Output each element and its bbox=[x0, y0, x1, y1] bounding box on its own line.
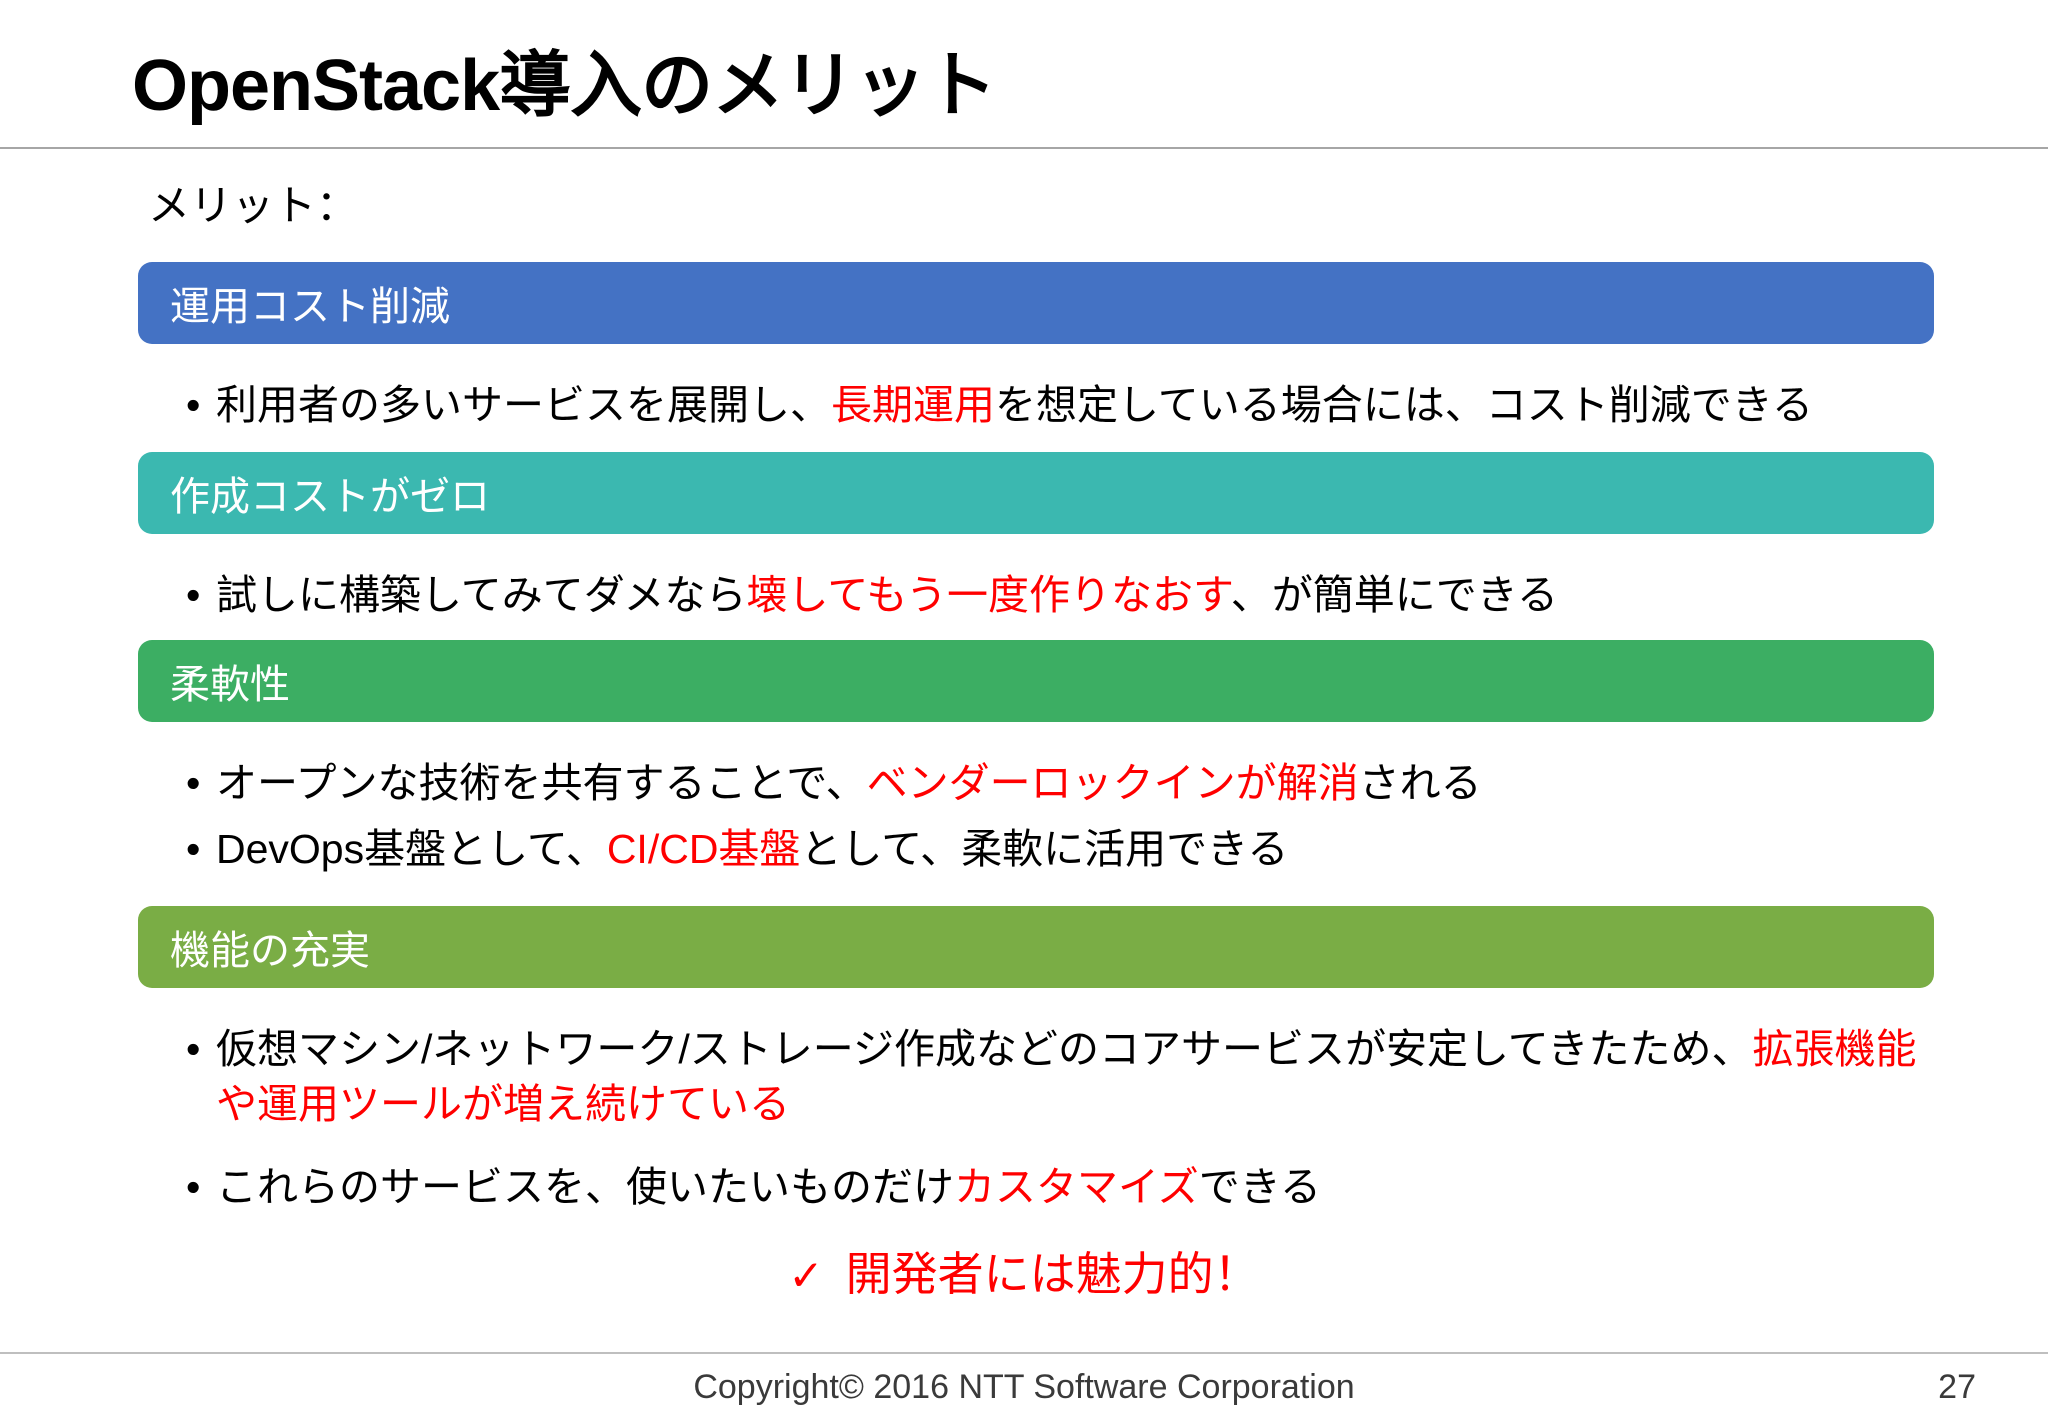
checkmark-icon: ✓ bbox=[788, 1252, 824, 1299]
bullet-text: オープンな技術を共有することで、ベンダーロックインが解消される bbox=[186, 756, 1926, 811]
section-banner-rich-features: 機能の充実 bbox=[138, 906, 1934, 988]
bullet-marker: • bbox=[186, 382, 201, 428]
slide-body: メリット： 運用コスト削減 • 利用者の多いサービスを展開し、長期運用を想定して… bbox=[0, 150, 2048, 1350]
section-banner-operation-cost: 運用コスト削減 bbox=[138, 262, 1934, 344]
bullet-segment: される bbox=[1358, 760, 1482, 806]
bullet-marker: • bbox=[186, 826, 201, 872]
section-heading-label: 柔軟性 bbox=[170, 663, 290, 707]
bullet-segment: 試しに構築してみてダメなら bbox=[216, 572, 747, 618]
bullet-marker: • bbox=[186, 1026, 201, 1072]
page-number: 27 bbox=[1938, 1368, 1976, 1406]
title-divider bbox=[0, 147, 2048, 149]
bullet-segment-emphasis: CI/CD基盤 bbox=[606, 826, 801, 872]
footer-divider bbox=[0, 1352, 2048, 1354]
bullet-segment-emphasis: 拡張機能や運用ツールが増え続けている bbox=[216, 1026, 1917, 1127]
list-item: • 仮想マシン/ネットワーク/ストレージ作成などのコアサービスが安定してきたため… bbox=[186, 1022, 1926, 1131]
section-heading-label: 機能の充実 bbox=[170, 929, 370, 973]
list-item: • 利用者の多いサービスを展開し、長期運用を想定している場合には、コスト削減でき… bbox=[186, 378, 1926, 433]
conclusion-text: 開発者には魅力的！ bbox=[845, 1248, 1260, 1300]
bullet-marker: • bbox=[186, 572, 201, 618]
bullet-segment-emphasis: 長期運用 bbox=[831, 382, 995, 428]
bullet-segment: これらのサービスを、使いたいものだけ bbox=[216, 1164, 954, 1210]
list-item: • オープンな技術を共有することで、ベンダーロックインが解消される bbox=[186, 756, 1926, 811]
conclusion-statement: ✓ 開発者には魅力的！ bbox=[0, 1238, 2048, 1304]
list-item: • 試しに構築してみてダメなら壊してもう一度作りなおす、が簡単にできる bbox=[186, 568, 1926, 623]
intro-label: メリット： bbox=[148, 182, 359, 229]
list-item: • DevOps基盤として、CI/CD基盤として、柔軟に活用できる bbox=[186, 822, 1926, 877]
section-banner-flexibility: 柔軟性 bbox=[138, 640, 1934, 722]
bullet-segment: できる bbox=[1198, 1164, 1321, 1210]
page-title: OpenStack導入のメリット bbox=[132, 46, 997, 126]
bullet-segment: を想定している場合には、コスト削減できる bbox=[995, 382, 1813, 428]
bullet-segment: として、柔軟に活用できる bbox=[800, 826, 1289, 872]
copyright-notice: Copyright© 2016 NTT Software Corporation bbox=[693, 1368, 1355, 1406]
bullet-text: 仮想マシン/ネットワーク/ストレージ作成などのコアサービスが安定してきたため、拡… bbox=[186, 1022, 1926, 1131]
bullet-segment-emphasis: カスタマイズ bbox=[954, 1164, 1199, 1210]
bullet-text: DevOps基盤として、CI/CD基盤として、柔軟に活用できる bbox=[186, 822, 1926, 877]
list-item: • これらのサービスを、使いたいものだけカスタマイズできる bbox=[186, 1160, 1926, 1215]
bullet-segment: 、が簡単にできる bbox=[1230, 572, 1558, 618]
bullet-marker: • bbox=[186, 760, 201, 806]
section-heading-label: 作成コストがゼロ bbox=[170, 475, 490, 519]
bullet-text: 試しに構築してみてダメなら壊してもう一度作りなおす、が簡単にできる bbox=[186, 568, 1926, 623]
bullet-text: 利用者の多いサービスを展開し、長期運用を想定している場合には、コスト削減できる bbox=[186, 378, 1926, 433]
bullet-segment: DevOps基盤として、 bbox=[216, 826, 607, 872]
bullet-segment: 利用者の多いサービスを展開し、 bbox=[216, 382, 831, 428]
bullet-segment-emphasis: 壊してもう一度作りなおす bbox=[746, 572, 1231, 618]
slide-header: OpenStack導入のメリット bbox=[0, 0, 2048, 149]
section-banner-zero-creation-cost: 作成コストがゼロ bbox=[138, 452, 1934, 534]
bullet-marker: • bbox=[186, 1164, 201, 1210]
bullet-text: これらのサービスを、使いたいものだけカスタマイズできる bbox=[186, 1160, 1926, 1215]
bullet-segment: オープンな技術を共有することで、 bbox=[216, 760, 867, 806]
bullet-segment-emphasis: ベンダーロックインが解消 bbox=[866, 760, 1359, 806]
section-heading-label: 運用コスト削減 bbox=[170, 285, 450, 329]
bullet-segment: 仮想マシン/ネットワーク/ストレージ作成などのコアサービスが安定してきたため、 bbox=[216, 1026, 1753, 1072]
